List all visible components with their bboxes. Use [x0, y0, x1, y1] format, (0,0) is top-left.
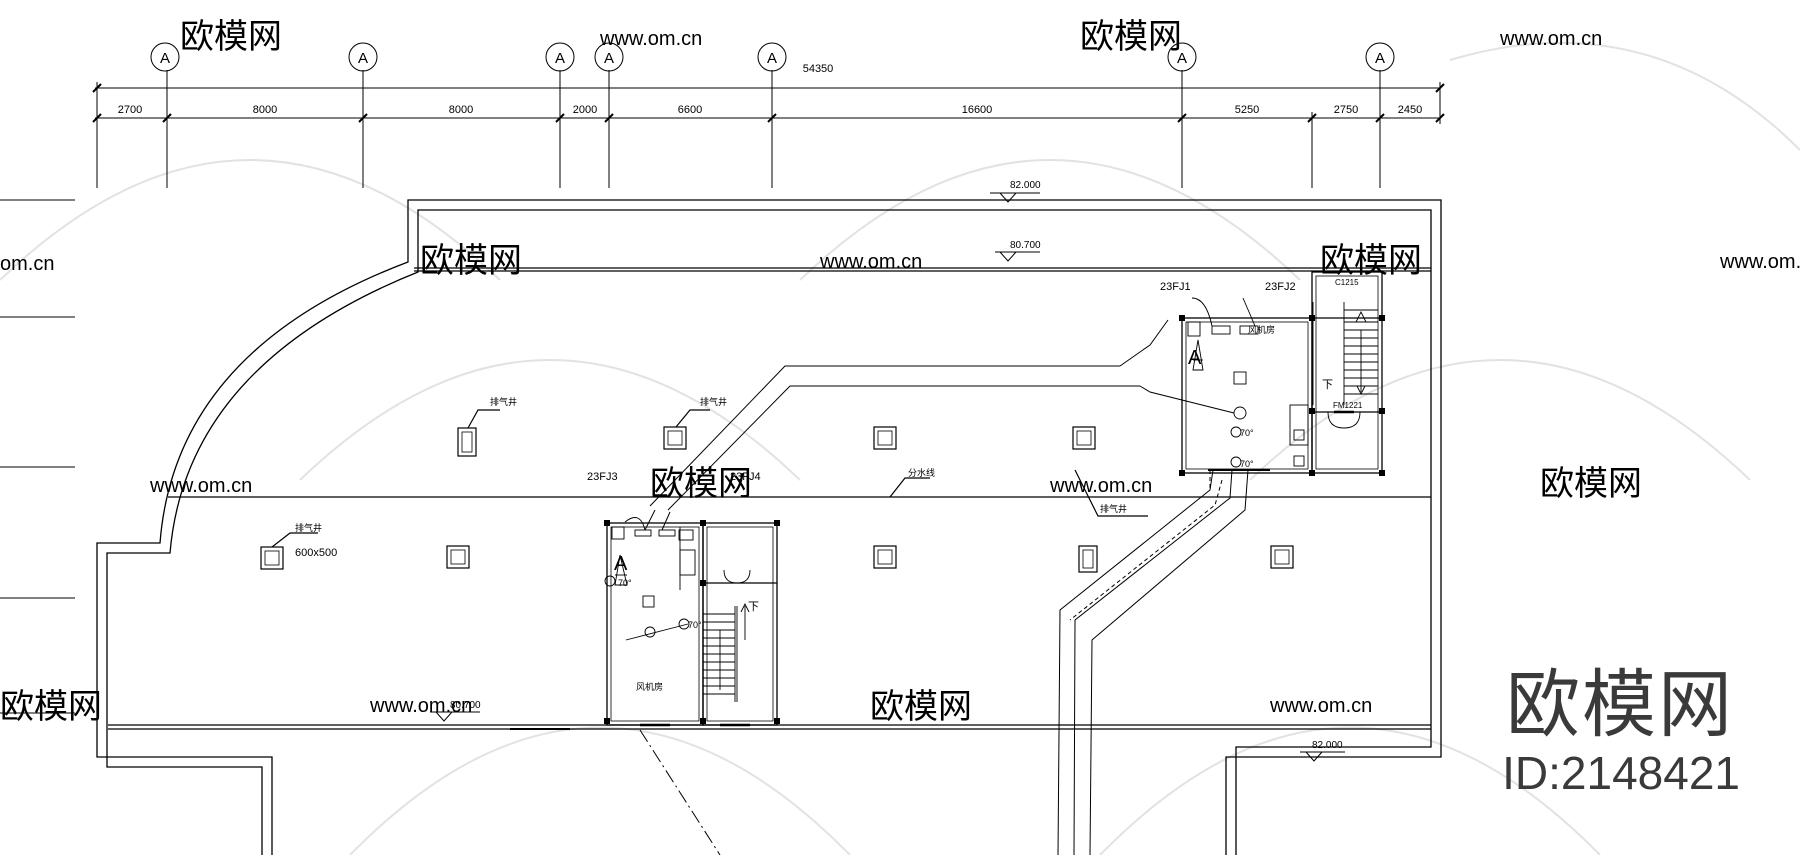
elev-top-inner: 80.700 [1010, 240, 1041, 251]
axis-label-5: A [767, 50, 777, 67]
fan-symbol-right: A [1188, 347, 1202, 369]
axis-label-4: A [604, 50, 614, 67]
door-label-c1215: C1215 [1335, 278, 1359, 287]
stair-down-left: 下 [748, 601, 759, 613]
tag-23fj3: 23FJ3 [587, 471, 618, 483]
left-edge-lines [0, 199, 75, 714]
watermark-arcs [0, 41, 1800, 855]
plan-labels: 23FJ1 23FJ2 23FJ3 23FJ4 风机房 风机房 排气井 排气井 … [295, 278, 1363, 692]
dim-6: 16600 [962, 104, 993, 116]
axis-label-1: A [160, 50, 170, 67]
dim-4: 2000 [573, 104, 597, 116]
wm-brand-6: 欧模网 [1540, 465, 1642, 503]
exhaust-shafts [260, 409, 1294, 573]
total-dimension: 54350 [803, 63, 834, 75]
wm-brand-4: 欧模网 [1320, 242, 1422, 280]
dim-3: 8000 [449, 104, 473, 116]
watermark-tiles: 欧模网 www.om.cn 欧模网 www.om.cn om.cn 欧模网 ww… [0, 18, 1800, 726]
axis-label-2: A [358, 50, 368, 67]
axis-label-3: A [555, 50, 565, 67]
elev-bottom-right: 82.000 [1312, 740, 1343, 751]
wm-brand-1: 欧模网 [180, 18, 282, 56]
dim-7: 5250 [1235, 104, 1259, 116]
wm-site-6: www.om.cn [1049, 475, 1152, 497]
elevation-markers [430, 192, 1345, 762]
door-label-fm1221: FM1221 [1333, 401, 1363, 410]
wm-brand-7: 欧模网 [0, 688, 102, 726]
stair-down-right: 下 [1322, 379, 1333, 391]
fan-symbol-left: A [614, 553, 628, 575]
building-outline [96, 199, 1442, 855]
dim-5: 6600 [678, 104, 702, 116]
dim-8: 2750 [1334, 104, 1358, 116]
left-fan-equipment [604, 526, 694, 641]
wm-brand-8: 欧模网 [870, 688, 972, 726]
shaft-size-label: 600x500 [295, 547, 337, 559]
tag-23fj4: 23FJ4 [730, 471, 761, 483]
wm-brand-2: 欧模网 [1080, 18, 1182, 56]
angle-label-1: 70° [1240, 428, 1254, 438]
wm-site-8: www.om.cn [1269, 695, 1372, 717]
wm-site-4: www.om.cn [1719, 251, 1800, 273]
left-fan-room [604, 517, 780, 727]
fan-room-label-left: 风机房 [636, 681, 663, 692]
shaft-label-3: 排气井 [1100, 503, 1127, 514]
axis-label-6: A [1177, 50, 1187, 67]
elev-top-outer: 82.000 [1010, 180, 1041, 191]
angle-label-3: 70° [618, 578, 632, 588]
shaft-label-4: 排气井 [295, 522, 322, 533]
watermark-brand-text: 欧模网 [1506, 662, 1734, 748]
wm-site-alt-1: om.cn [0, 253, 54, 275]
wm-site-1: www.om.cn [599, 28, 702, 50]
shaft-label-1: 排气井 [490, 396, 517, 407]
elev-bottom-left: 80.700 [450, 700, 481, 711]
elevation-labels: 82.000 80.700 80.700 82.000 [450, 180, 1343, 751]
watermark-id-text: ID:2148421 [1502, 747, 1740, 799]
tag-23fj2: 23FJ2 [1265, 281, 1296, 293]
wm-site-5: www.om.cn [149, 475, 252, 497]
dimension-chain [92, 42, 1445, 188]
dim-2: 8000 [253, 104, 277, 116]
dim-9: 2450 [1398, 104, 1422, 116]
dimension-labels: 54350 2700 8000 8000 2000 6600 16600 525… [118, 63, 1422, 116]
tag-23fj1: 23FJ1 [1160, 281, 1191, 293]
shaft-label-2: 排气井 [700, 396, 727, 407]
axis-label-7: A [1375, 50, 1385, 67]
fan-room-label-right: 风机房 [1248, 324, 1275, 335]
angle-label-2: 70° [1240, 459, 1254, 469]
axis-bubble-labels: A A A A A A A [160, 50, 1385, 67]
duct-runs [639, 319, 1249, 855]
angle-label-4: 70° [688, 620, 702, 630]
wm-site-3: www.om.cn [819, 251, 922, 273]
right-fan-equipment [1187, 297, 1270, 471]
divider-label: 分水线 [908, 467, 935, 478]
wm-brand-3: 欧模网 [420, 242, 522, 280]
right-fan-room [1179, 271, 1385, 476]
wm-site-2: www.om.cn [1499, 28, 1602, 50]
dim-1: 2700 [118, 104, 142, 116]
